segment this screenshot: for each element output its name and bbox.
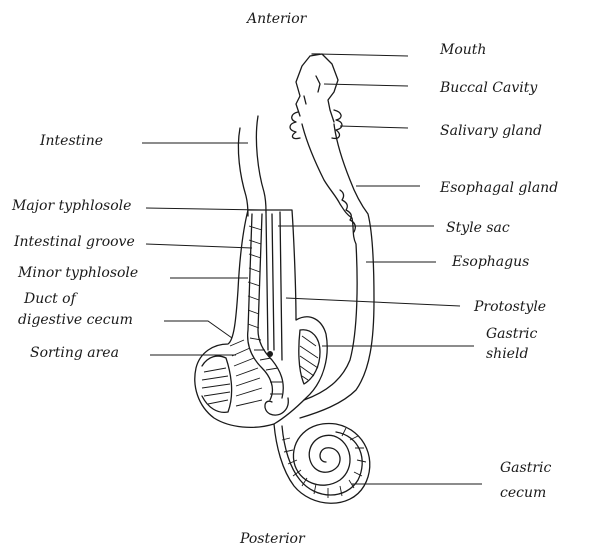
style-sac-label: Style sac: [446, 220, 510, 236]
salivary-gland-right: [331, 109, 343, 140]
stomach-inner-loop: [264, 397, 289, 416]
salivary-gland-label: Salivary gland: [440, 123, 542, 139]
protostyle-rod: [271, 213, 275, 351]
gastric-cecum-spiral: [273, 422, 371, 504]
gastric-shield-label-line1: Gastric: [486, 326, 538, 342]
posterior-label: Posterior: [239, 531, 306, 547]
esophagal-gland-label: Esophagal gland: [439, 180, 558, 196]
protostyle-leader: [285, 297, 461, 307]
typhlosole-band-inner: [257, 213, 284, 399]
organ-drawing: [194, 53, 375, 504]
esophagus-label: Esophagus: [451, 254, 529, 270]
major-typhlosole-leader: [145, 207, 263, 211]
duct-label-line2: digestive cecum: [18, 312, 133, 328]
duct-label-line1: Duct of: [23, 291, 79, 307]
leader-lines: [142, 53, 482, 485]
intestine-right-wall: [255, 115, 267, 213]
gastric-shield-hatching: [299, 335, 319, 381]
intestine-label: Intestine: [39, 133, 103, 149]
buccal-cavity-label: Buccal Cavity: [439, 80, 538, 96]
minor-typhlosole-label: Minor typhlosole: [17, 265, 138, 281]
protostyle-label: Protostyle: [473, 299, 546, 315]
buccal-inner: [315, 75, 321, 93]
salivary-gland-left: [289, 111, 301, 140]
esophagal-gland-bumps: [339, 189, 356, 233]
gastric-cecum-hatching: [281, 427, 367, 498]
style-sac-channel: [265, 211, 283, 361]
mouth-leader: [317, 53, 409, 57]
stomach-outline: [194, 209, 328, 429]
intestinal-groove-leader: [145, 243, 253, 249]
labels: Mouth Buccal Cavity Salivary gland Intes…: [11, 42, 558, 501]
duct-hatching: [229, 339, 263, 407]
esophagus-inner-wall: [301, 123, 358, 401]
duct-leader: [164, 320, 233, 339]
gastric-cecum-label-line1: Gastric: [500, 460, 552, 476]
sorting-area-outline: [201, 355, 233, 414]
buccal-cavity-outline: [295, 53, 339, 123]
buccal-cavity-leader: [323, 83, 409, 87]
typhlosole-band-outer: [246, 213, 274, 401]
gastric-cecum-label-line2: cecum: [500, 485, 546, 501]
sorting-area-label: Sorting area: [30, 345, 119, 361]
anterior-label: Anterior: [245, 11, 308, 27]
buccal-inner-2: [303, 95, 307, 105]
gastric-shield-outline: [298, 329, 321, 385]
typhlosole-hatching: [247, 225, 282, 395]
major-typhlosole-label: Major typhlosole: [11, 198, 131, 214]
salivary-gland-leader: [339, 125, 409, 129]
sorting-area-hatching: [201, 367, 231, 405]
gastric-shield-label-line2: shield: [486, 346, 528, 362]
intestinal-groove-label: Intestinal groove: [13, 234, 135, 250]
mouth-label: Mouth: [439, 42, 486, 58]
intestine-left-wall: [237, 127, 249, 217]
